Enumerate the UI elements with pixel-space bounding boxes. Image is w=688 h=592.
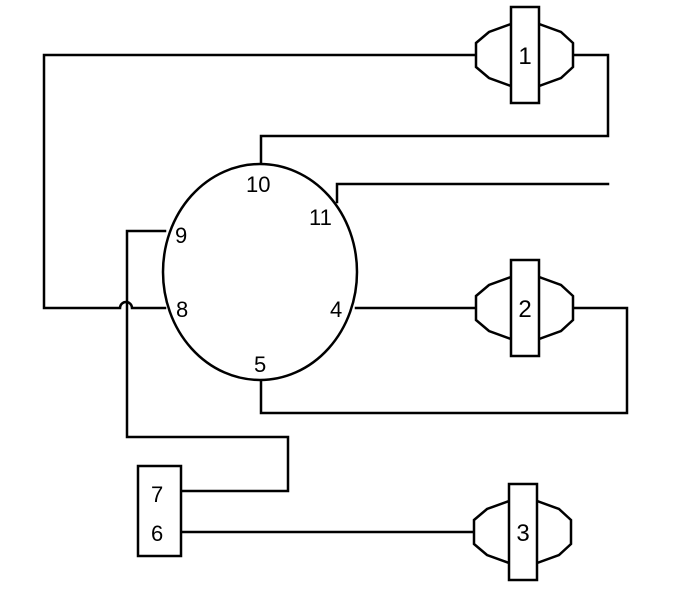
wire-coil1-to-terminal8 — [42, 53, 478, 310]
terminal-4-label: 4 — [330, 297, 342, 322]
terminal-11-label: 11 — [309, 205, 332, 230]
wire-coil2-to-terminal5 — [259, 306, 629, 415]
connector-block: 7 6 — [136, 464, 183, 558]
connector-body — [136, 464, 183, 558]
wire-terminal11-out — [335, 182, 610, 204]
distributor-body — [161, 162, 359, 382]
terminal-10-label: 10 — [246, 172, 270, 197]
terminal-9-label: 9 — [175, 223, 187, 248]
coil-2-core — [509, 258, 541, 358]
coil-3-core — [507, 482, 539, 582]
wire-terminal9-to-pin7 — [125, 229, 290, 493]
wire-coil1-to-terminal10 — [259, 53, 610, 168]
terminal-5-label: 5 — [254, 352, 266, 377]
connector-pin-6-label: 6 — [151, 521, 163, 546]
ignition-coil-2: 2 — [474, 258, 575, 358]
coil-2-label: 2 — [518, 296, 531, 323]
connector-pin-7-label: 7 — [151, 482, 163, 507]
ignition-coil-1: 1 — [474, 5, 575, 105]
distributor: 10 11 9 8 4 5 — [161, 162, 359, 382]
coil-1-core — [509, 5, 541, 105]
ignition-coil-3: 3 — [472, 482, 573, 582]
terminal-8-label: 8 — [176, 297, 188, 322]
coil-3-label: 3 — [516, 520, 529, 547]
wires — [42, 53, 629, 534]
coil-1-label: 1 — [518, 43, 531, 70]
